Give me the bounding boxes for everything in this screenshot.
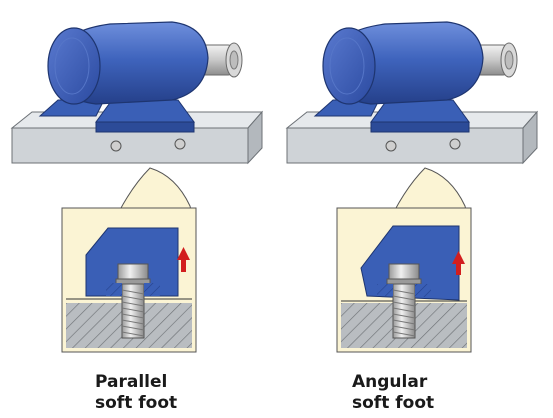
caption-line-2: soft foot <box>352 393 435 413</box>
caption-line-1: Parallel <box>95 372 168 392</box>
up-arrow-icon <box>452 251 465 275</box>
up-arrow-icon <box>177 247 190 272</box>
caption-line-1: Angular <box>352 372 428 392</box>
parallel-soft-foot-figure <box>11 21 263 353</box>
angular-soft-foot-caption: Angular soft foot <box>352 372 434 414</box>
angular-soft-foot-figure <box>286 21 538 353</box>
parallel-soft-foot-caption: Parallel soft foot <box>95 372 177 414</box>
foot-section <box>85 227 179 297</box>
caption-line-2: soft foot <box>95 393 178 413</box>
